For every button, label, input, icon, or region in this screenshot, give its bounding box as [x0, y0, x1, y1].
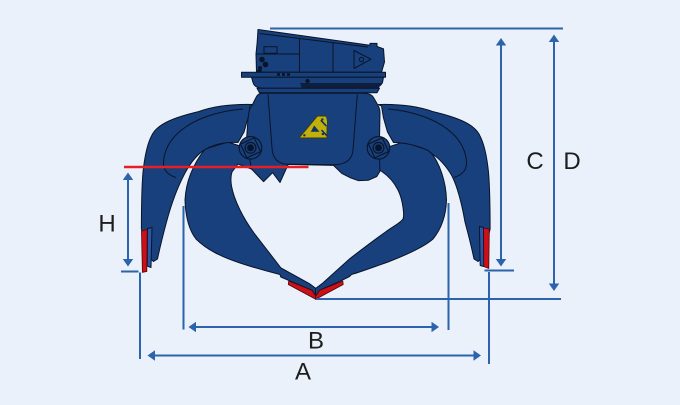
- svg-text:B: B: [308, 328, 324, 355]
- svg-text:D: D: [563, 148, 580, 175]
- svg-text:H: H: [98, 211, 115, 238]
- svg-text:A: A: [295, 359, 311, 386]
- svg-text:C: C: [526, 148, 543, 175]
